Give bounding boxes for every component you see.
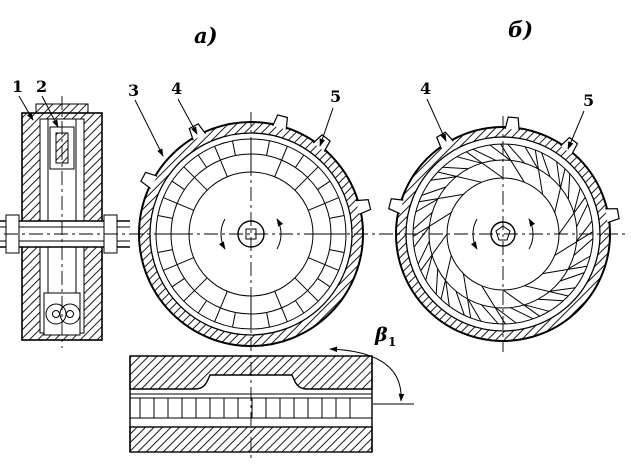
callouts: 1 2 3 4 5 4 5 — [12, 77, 594, 157]
beta-symbol: β — [374, 324, 388, 346]
callout-3: 3 — [128, 81, 139, 100]
vane-hatch-b — [412, 143, 594, 325]
callout-4-a: 4 — [171, 79, 182, 98]
drum-lugs-a — [140, 114, 372, 215]
view-b-label: б) — [508, 17, 533, 42]
callout-2: 2 — [36, 77, 47, 96]
inclined-vanes-b — [412, 143, 594, 325]
angle-arc — [329, 346, 405, 402]
callout-4-b: 4 — [420, 79, 431, 98]
drum-cross-section-b — [387, 116, 620, 342]
rotation-arrow-a-left — [218, 218, 226, 250]
callout-1: 1 — [12, 77, 23, 96]
beta-subscript: 1 — [388, 335, 396, 349]
centerlines — [4, 112, 628, 462]
short-vanes-a — [157, 140, 345, 328]
callout-5-a: 5 — [330, 87, 341, 106]
callout-5-b: 5 — [583, 91, 594, 110]
beta-angle-annotation: β 1 — [329, 324, 414, 405]
blade-sections — [139, 397, 351, 419]
view-a-label: а) — [194, 23, 218, 48]
left-sectional-view — [0, 96, 130, 348]
shaft-key-b — [495, 225, 511, 241]
drum-cross-section-a — [138, 114, 372, 347]
